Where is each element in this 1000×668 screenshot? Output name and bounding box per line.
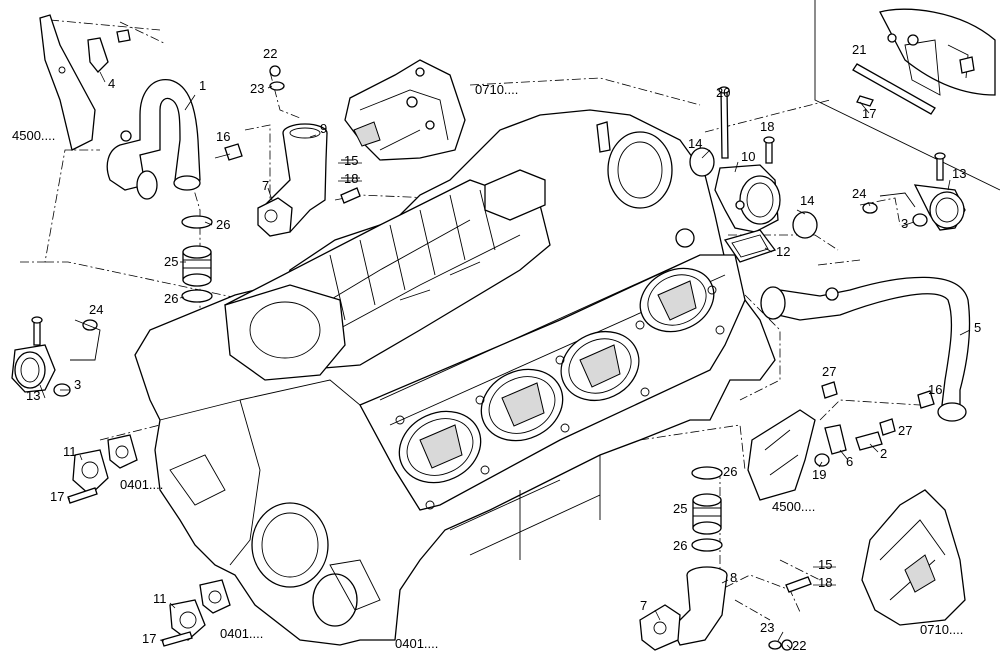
part-label-l11a: 11 [63,444,77,459]
part-label-l7a: 7 [262,178,269,193]
intake-manifold [224,169,551,381]
part-label-l20: 20 [716,85,730,100]
flange-11-upper [67,434,138,504]
clamp-13-left [11,316,101,397]
part-label-l26d: 26 [673,538,687,553]
housing-0710-bottom [861,489,966,626]
part-label-l19: 19 [812,467,826,482]
cylinder-bores [398,267,715,484]
part-label-l13b: 13 [26,388,40,403]
elbow-9 [257,65,361,237]
deck-bolt-holes [395,285,725,510]
part-label-l18a: 18 [344,171,358,186]
part-label-l7b: 7 [640,598,647,613]
part-label-l18b: 18 [760,119,774,134]
leader-lines [39,85,971,649]
part-number-labels: 4500....141626252622239151870710....2018… [12,42,981,653]
housing-0710-top [344,59,466,161]
part-label-l18c: 18 [818,575,832,590]
pump-assembly-10 [689,86,818,263]
part-label-l0401c: 0401.... [395,636,438,651]
bolt-16-upper [214,143,243,161]
part-label-l3a: 3 [901,216,908,231]
part-label-l1: 1 [199,78,206,93]
bracket-4 [39,14,131,151]
bracket-assembly-6 [747,381,935,501]
part-label-l25b: 25 [673,501,687,516]
part-label-l4500b: 4500.... [772,499,815,514]
part-label-l4500a: 4500.... [12,128,55,143]
part-label-l17a: 17 [862,106,876,121]
engine-block [134,109,776,646]
part-label-l15a: 15 [344,153,358,168]
flange-11-lower [161,579,231,647]
part-label-l10: 10 [741,149,755,164]
part-label-l5: 5 [974,320,981,335]
part-label-l14a: 14 [688,136,702,151]
part-label-l16b: 16 [928,382,942,397]
clamp-13-right [862,152,966,231]
part-label-l0710a: 0710.... [475,82,518,97]
part-label-l26a: 26 [216,217,230,232]
part-label-l13a: 13 [952,166,966,181]
part-label-l26b: 26 [164,291,178,306]
part-label-l11b: 11 [153,591,167,606]
part-label-l16a: 16 [216,129,230,144]
detail-inset [814,0,1000,191]
part-label-l27b: 27 [898,423,912,438]
part-label-l23a: 23 [250,81,264,96]
part-label-l24a: 24 [852,186,866,201]
part-label-l9: 9 [320,121,327,136]
part-label-l24b: 24 [89,302,103,317]
part-label-l4: 4 [108,76,115,91]
part-label-l12: 12 [776,244,790,259]
part-label-l8: 8 [730,570,737,585]
part-label-l6: 6 [846,454,853,469]
coolant-pipe-5 [760,276,971,422]
part-label-l22b: 22 [792,638,806,653]
part-label-l25a: 25 [164,254,178,269]
plate-4500-right [959,56,975,74]
part-label-l0710b: 0710.... [920,622,963,637]
part-label-l21: 21 [852,42,866,57]
seal-stack-left [181,215,213,303]
part-label-l0401b: 0401.... [220,626,263,641]
part-label-l0401a: 0401.... [120,477,163,492]
part-label-l3b: 3 [74,377,81,392]
part-label-l26c: 26 [723,464,737,479]
part-label-l22a: 22 [263,46,277,61]
part-label-l17b: 17 [50,489,64,504]
part-label-l15b: 15 [818,557,832,572]
coolant-pipe-1 [106,79,201,200]
part-label-l17c: 17 [142,631,156,646]
seal-stack-lower [639,466,812,651]
part-label-l14b: 14 [800,193,814,208]
part-label-l2: 2 [880,446,887,461]
part-label-l23b: 23 [760,620,774,635]
part-label-l27a: 27 [822,364,836,379]
